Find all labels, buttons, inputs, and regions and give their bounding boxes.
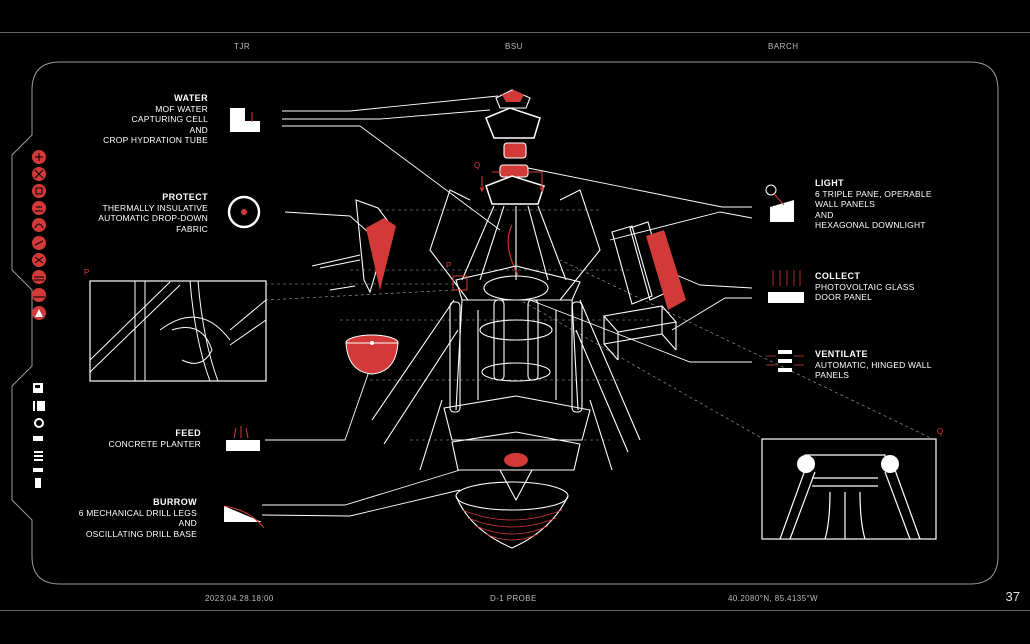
feed-label-icon: [226, 426, 260, 451]
collect-line-1: PHOTOVOLTAIC GLASS: [815, 281, 915, 292]
ventilate-line-1: AUTOMATIC, HINGED WALL: [815, 359, 932, 370]
protect-icon: [32, 184, 46, 198]
light-title: LIGHT: [815, 178, 844, 188]
frame-outline: [11, 61, 999, 585]
water-line-1: MOF WATER: [155, 103, 208, 114]
protect-label: PROTECT THERMALLY INSULATIVE AUTOMATIC D…: [60, 192, 208, 234]
water-cell-icon: [33, 383, 43, 393]
collect-line-2: DOOR PANEL: [815, 292, 873, 302]
ventilate-icon: [32, 270, 46, 284]
collect-title: COLLECT: [815, 271, 861, 281]
collect-label: COLLECT PHOTOVOLTAIC GLASS DOOR PANEL: [815, 271, 985, 303]
burrow-title: BURROW: [153, 497, 197, 507]
feed-icon: [34, 418, 44, 428]
protect-line-2: AUTOMATIC DROP-DOWN: [98, 213, 208, 223]
bottom-rule: [0, 610, 1030, 611]
burrow-line-3: OSCILLATING DRILL BASE: [85, 528, 197, 539]
burrow-icon: [32, 306, 46, 320]
footer-date: 2023.04.28.18:00: [205, 594, 274, 603]
planter-bowl: [345, 334, 399, 375]
header-center: BSU: [505, 42, 523, 51]
ventilate-label: VENTILATE AUTOMATIC, HINGED WALL PANELS: [815, 349, 990, 381]
water-line-4: CROP HYDRATION TUBE: [103, 135, 208, 145]
q-arrows: [479, 171, 545, 193]
detail-box-q: [761, 438, 937, 540]
ventilate-label-icon: [766, 350, 804, 372]
page-number: 37: [1005, 589, 1020, 604]
header-left: TJR: [234, 42, 251, 51]
model-p-marker: P: [446, 261, 452, 270]
burrow-icon: [32, 288, 46, 302]
model-q-marker: Q: [474, 161, 481, 170]
top-rule: [0, 32, 1030, 33]
water-label-icon: [230, 108, 260, 132]
protect-line-3: FABRIC: [176, 223, 208, 234]
light-label-icon: [765, 184, 794, 222]
sidebar-red-icons: [32, 150, 46, 320]
collect-icon: [32, 253, 46, 267]
header-right: BARCH: [768, 42, 799, 51]
burrow-label-icon: [223, 505, 265, 529]
collect-icon: [33, 436, 43, 441]
p-callout-box: [452, 275, 468, 291]
water-title: WATER: [174, 93, 208, 103]
detail-p-marker: P: [84, 268, 90, 277]
feed-line-1: CONCRETE PLANTER: [108, 438, 201, 449]
footer-coords: 40.2080°N, 85.4135°W: [728, 594, 819, 603]
burrow-line-2: AND: [178, 518, 197, 528]
water-line-3: AND: [189, 124, 208, 135]
sun-icon: [32, 236, 46, 250]
ventilate-title: VENTILATE: [815, 349, 868, 359]
leader-lines: [261, 95, 753, 517]
feed-label: FEED CONCRETE PLANTER: [60, 428, 201, 449]
light-line-3: AND: [815, 209, 834, 220]
ventilate-icon: [34, 451, 43, 461]
light-line-4: HEXAGONAL DOWNLIGHT: [815, 220, 926, 230]
light-label: LIGHT 6 TRIPLE PANE, OPERABLE WALL PANEL…: [815, 178, 990, 231]
light-icon: [37, 401, 45, 411]
burrow-icon: [33, 468, 43, 488]
detail-box-p: [89, 280, 267, 382]
water-line-2: CAPTURING CELL: [131, 114, 208, 124]
water-icon: [32, 150, 46, 164]
sidebar-white-icons: [33, 383, 45, 488]
light-line-1: 6 TRIPLE PANE, OPERABLE: [815, 188, 932, 199]
detail-q-marker: Q: [937, 427, 944, 436]
ventilate-line-2: PANELS: [815, 370, 850, 380]
footer-title: D-1 PROBE: [490, 594, 537, 603]
snow-icon: [32, 167, 46, 181]
probe-assembly: [311, 89, 686, 549]
feed-icon: [32, 218, 46, 232]
protect-label-icon: [227, 195, 261, 229]
projection-lines: [264, 209, 936, 441]
burrow-label: BURROW 6 MECHANICAL DRILL LEGS AND OSCIL…: [60, 497, 197, 539]
drop-icon: [32, 201, 46, 215]
water-label: WATER MOF WATER CAPTURING CELL AND CROP …: [60, 93, 208, 146]
burrow-line-1: 6 MECHANICAL DRILL LEGS: [78, 507, 197, 518]
protect-title: PROTECT: [162, 192, 208, 202]
protect-line-1: THERMALLY INSULATIVE: [102, 202, 208, 213]
collect-label-icon: [768, 270, 804, 303]
light-line-2: WALL PANELS: [815, 199, 875, 209]
feed-title: FEED: [175, 428, 201, 438]
protect-icon: [33, 401, 35, 411]
